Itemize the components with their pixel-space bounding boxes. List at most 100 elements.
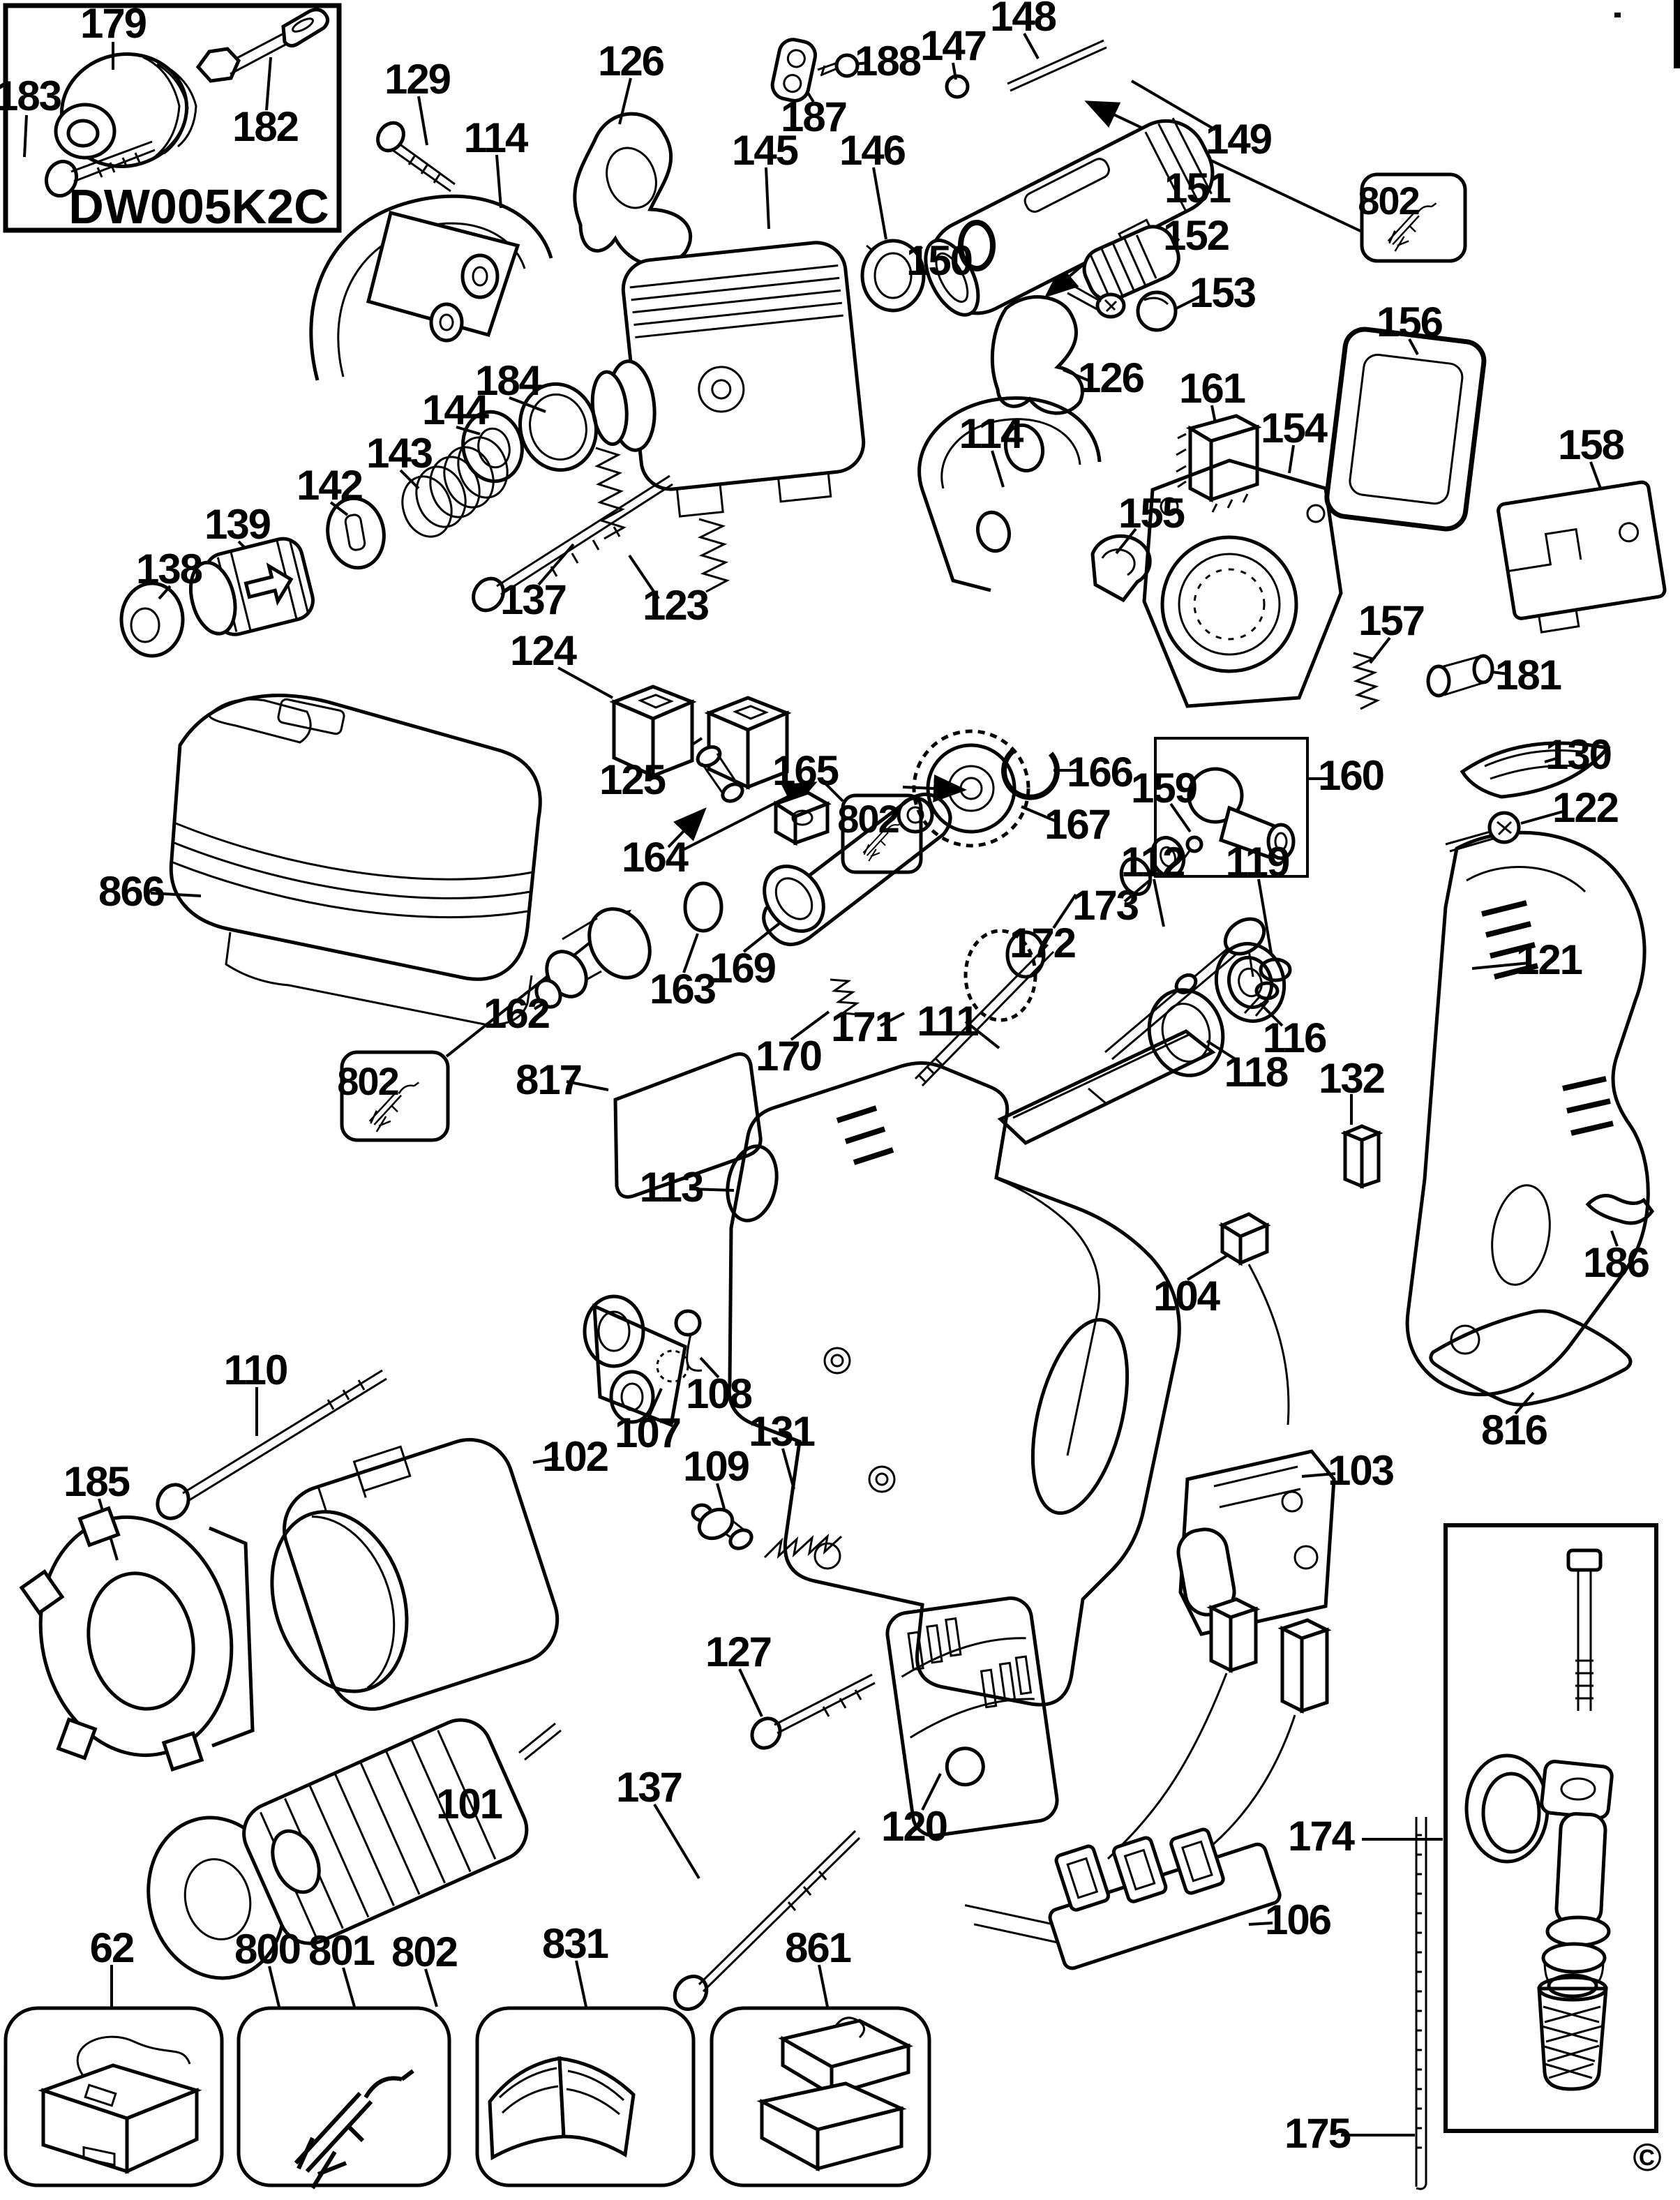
part-label-131: 131: [748, 1408, 816, 1455]
cap-153-drawing: [1136, 290, 1178, 332]
gasket-156-drawing: [1324, 327, 1487, 532]
part-label-102: 102: [541, 1433, 609, 1480]
spring-170-drawing: [830, 978, 860, 1016]
grommet-109-drawing: [691, 1503, 753, 1550]
oil-pump-160-drawing: [1182, 767, 1296, 861]
nut-165-drawing: [772, 791, 832, 846]
part-label-120: 120: [880, 1803, 948, 1850]
spring-157-drawing: [1351, 652, 1381, 710]
part-label-110: 110: [223, 1347, 289, 1393]
ring-118-drawing: [1147, 988, 1225, 1077]
part-label-162: 162: [483, 990, 550, 1037]
ring-146-drawing: [860, 239, 926, 313]
part-label-129: 129: [384, 56, 451, 103]
part-label-148: 148: [989, 0, 1057, 40]
mesh-filter-drawing: [1537, 1975, 1608, 2091]
part-label-123: 123: [642, 582, 710, 629]
part-label-152: 152: [1162, 212, 1230, 259]
housing-cover-121-drawing: [1405, 830, 1650, 1397]
part-label-166: 166: [1066, 749, 1134, 795]
part-label-802: 802: [1358, 179, 1420, 223]
part-label-137: 137: [615, 1764, 683, 1811]
part-label-142: 142: [296, 462, 363, 509]
screw-129-drawing: [376, 121, 456, 193]
part-label-139: 139: [204, 501, 271, 548]
brush-161-drawing: [1176, 414, 1262, 513]
part-label-145: 145: [731, 127, 799, 174]
part-label-183: 183: [0, 73, 62, 119]
part-label-103: 103: [1327, 1447, 1395, 1494]
part-label-800: 800: [234, 1926, 301, 1973]
part-label-62: 62: [89, 1924, 135, 1971]
part-label-125: 125: [599, 756, 666, 803]
part-label-172: 172: [1009, 920, 1077, 966]
grip-inlay-130-drawing: [1460, 741, 1611, 799]
part-label-107: 107: [614, 1409, 682, 1456]
part-label-175: 175: [1284, 2110, 1351, 2157]
part-label-165: 165: [772, 747, 839, 794]
pin-164-drawing: [696, 745, 744, 803]
bushing-181-drawing: [1426, 654, 1494, 698]
part-label-149: 149: [1205, 116, 1273, 163]
part-label-163: 163: [649, 966, 717, 1012]
part-label-143: 143: [366, 430, 433, 477]
filter-cup-drawing: [1541, 1942, 1607, 1998]
part-label-171: 171: [830, 1003, 898, 1050]
washer-142-drawing: [326, 496, 386, 570]
part-label-114: 114: [463, 114, 529, 161]
chuck-drawing: [54, 52, 197, 168]
part-label-132: 132: [1318, 1055, 1386, 1102]
part-label-138: 138: [135, 546, 203, 592]
field-coil-102-drawing: [270, 1437, 560, 1711]
brush-holder-125-drawing: [704, 696, 792, 790]
washers-172-173-drawing: [1119, 836, 1186, 896]
part-label-181: 181: [1494, 652, 1562, 698]
handle-114a-drawing: [309, 194, 553, 381]
part-label-160: 160: [1317, 752, 1385, 799]
sds-adaptor-drawing: [195, 8, 329, 83]
spring-131-drawing: [763, 1533, 843, 1559]
part-label-147: 147: [920, 22, 987, 69]
part-label-174: 174: [1287, 1813, 1355, 1859]
part-label-124: 124: [509, 627, 577, 674]
washer-147-drawing: [945, 74, 970, 99]
inner-cover-114b-drawing: [917, 396, 1102, 592]
part-label-801: 801: [308, 1927, 375, 1974]
part-label-169: 169: [709, 945, 777, 992]
part-label-126: 126: [597, 38, 665, 84]
screw-127-drawing: [750, 1673, 876, 1750]
part-label-116: 116: [1262, 1015, 1328, 1061]
manual-831-drawing: [488, 2056, 636, 2161]
label-sheet-816-drawing: [1429, 1309, 1633, 1407]
part-label-184: 184: [474, 357, 542, 404]
snap-ring-166-drawing: [1001, 748, 1060, 800]
speck: [1614, 13, 1621, 17]
part-label-113: 113: [639, 1164, 705, 1211]
rod-screw-110-drawing: [156, 1369, 387, 1520]
spindle-171-drawing: [914, 929, 1055, 1087]
armature-101-drawing: [147, 1718, 562, 1980]
cylinder-strap-169-drawing: [762, 793, 952, 946]
charger-62-drawing: [38, 2035, 202, 2174]
gearcase-154-drawing: [1142, 458, 1343, 708]
part-label-186: 186: [1582, 1239, 1650, 1286]
part-label-154: 154: [1260, 405, 1328, 451]
part-label-170: 170: [755, 1033, 823, 1079]
wire-clip-108-drawing: [674, 1309, 703, 1372]
clamp-155-drawing: [1090, 534, 1152, 603]
screw-137b-drawing: [673, 1829, 861, 2011]
screw-122-drawing: [1445, 811, 1521, 853]
part-label-817: 817: [515, 1056, 583, 1103]
part-label-112: 112: [1120, 839, 1186, 885]
part-label-155: 155: [1118, 490, 1185, 537]
part-label-802: 802: [391, 1929, 458, 1975]
depth-rod-175-drawing: [1415, 1817, 1427, 2190]
part-label-118: 118: [1224, 1049, 1289, 1095]
part-label-146: 146: [839, 127, 906, 174]
led-104-drawing: [1218, 1212, 1290, 1425]
housing-113-drawing: [726, 1061, 1181, 1707]
part-label-104: 104: [1153, 1273, 1220, 1319]
terminal-block-106-drawing: [964, 1827, 1282, 1970]
handle-bolt-drawing: [1566, 1548, 1603, 1711]
